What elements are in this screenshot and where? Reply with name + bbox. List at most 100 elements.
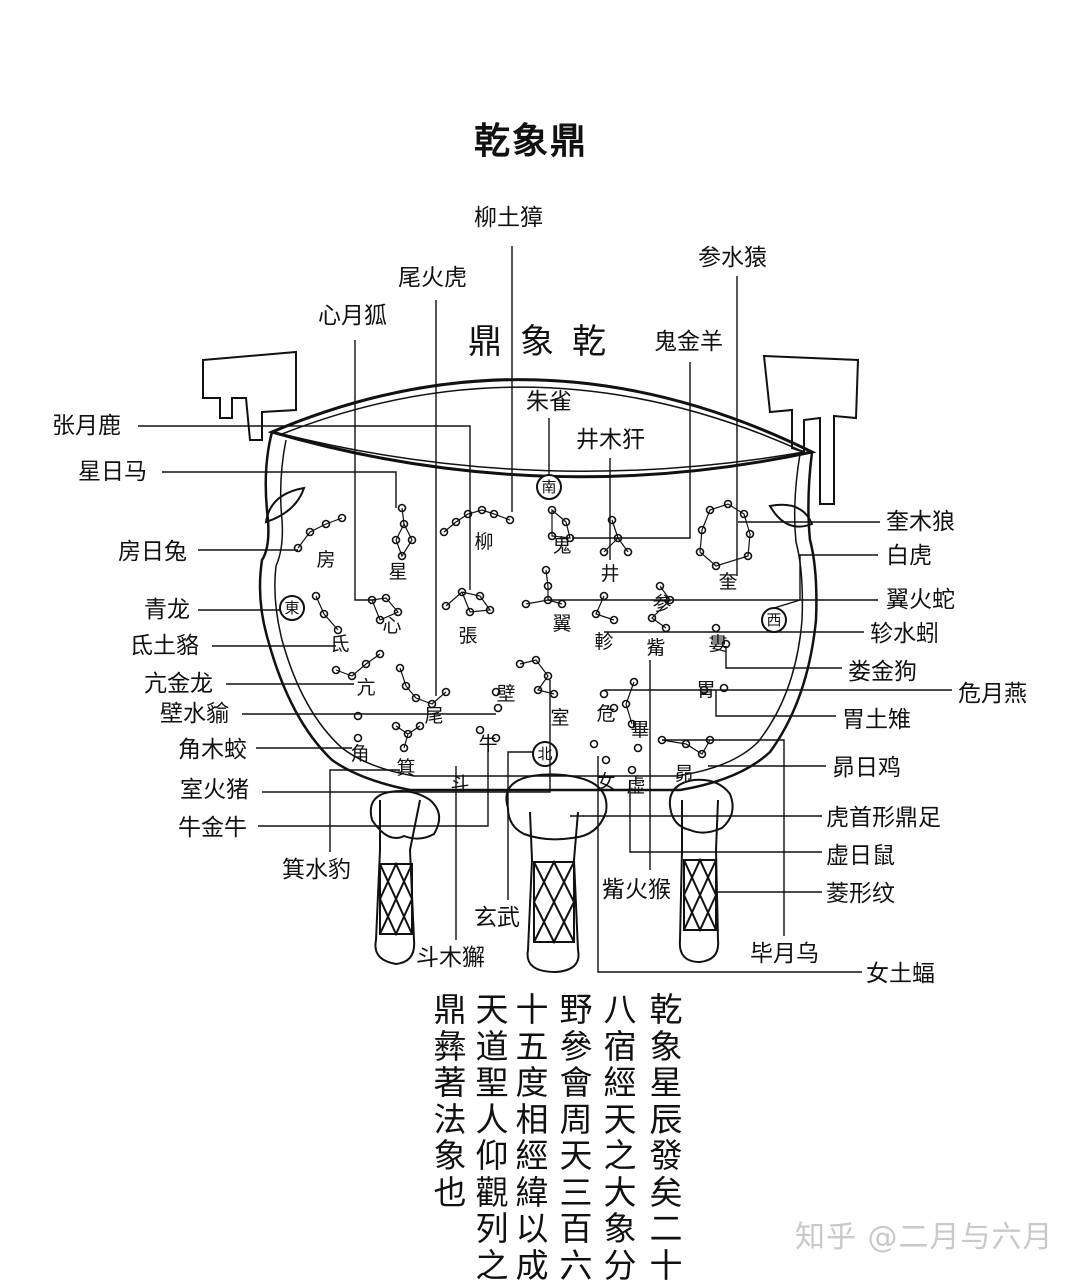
diamond-pattern bbox=[378, 857, 718, 945]
label-gui-jin-yang: 鬼金羊 bbox=[654, 329, 723, 355]
glyph-yi: 翼 bbox=[552, 613, 571, 635]
leader-ji-shui-bao bbox=[329, 769, 400, 852]
glyph-di: 氐 bbox=[330, 633, 349, 655]
glyph-xu: 虚 bbox=[626, 775, 645, 797]
leader-xuan-wu bbox=[507, 751, 534, 900]
north-circle bbox=[532, 741, 558, 767]
leader-bi-yue-wu bbox=[662, 739, 785, 936]
left-ear-leaf bbox=[264, 486, 306, 524]
glyph-north: 北 bbox=[537, 745, 552, 763]
direction-glyphs: 南 東 西 北 bbox=[284, 478, 781, 763]
leader-gui-jin-yang bbox=[572, 362, 691, 539]
label-kang-jin-long: 亢金龙 bbox=[144, 671, 213, 697]
label-ling-xing-wen: 菱形纹 bbox=[826, 881, 895, 907]
glyph-zhang: 張 bbox=[458, 625, 477, 647]
label-ji-shui-bao: 箕水豹 bbox=[282, 857, 351, 883]
center-leg bbox=[526, 811, 580, 974]
label-mao-ri-ji: 昴日鸡 bbox=[832, 755, 901, 781]
seal-inscription: 鼎象乾 bbox=[468, 322, 624, 362]
label-hu-shou-ding-zu: 虎首形鼎足 bbox=[826, 805, 941, 831]
glyph-gui: 鬼 bbox=[552, 535, 571, 557]
label-jing-mu-an: 井木犴 bbox=[576, 427, 645, 453]
label-niu-jin-niu: 牛金牛 bbox=[178, 815, 247, 841]
label-nv-tu-fu: 女土蝠 bbox=[866, 961, 935, 987]
left-tiger-head bbox=[369, 790, 441, 840]
leader-niu-jin-niu bbox=[258, 738, 489, 827]
left-handle bbox=[202, 350, 297, 441]
east-circle bbox=[279, 595, 305, 621]
left-leg bbox=[374, 799, 421, 966]
constellation-dots bbox=[293, 499, 755, 775]
center-tiger-head bbox=[505, 773, 608, 841]
label-wei-yue-yan: 危月燕 bbox=[958, 681, 1027, 707]
label-xing-ri-ma: 星日马 bbox=[78, 459, 147, 485]
glyph-mao: 昴 bbox=[674, 763, 693, 785]
label-kui-mu-lang: 奎木狼 bbox=[886, 509, 955, 535]
left-diamond-lines bbox=[378, 861, 414, 937]
glyph-shi: 室 bbox=[550, 707, 569, 729]
right-tiger-head bbox=[668, 778, 734, 834]
label-zhu-que: 朱雀 bbox=[526, 389, 572, 415]
label-yi-huo-she: 翼火蛇 bbox=[886, 587, 955, 613]
glyph-bi-net: 畢 bbox=[630, 719, 649, 741]
glyph-liu: 柳 bbox=[474, 531, 493, 553]
glyph-east: 東 bbox=[284, 599, 299, 617]
leader-xu-ri-shu bbox=[629, 780, 822, 853]
glyph-nv: 女 bbox=[596, 771, 615, 793]
label-xu-ri-shu: 虚日鼠 bbox=[826, 843, 895, 869]
label-qing-long: 青龙 bbox=[144, 597, 190, 623]
leader-xin-yue-hu bbox=[354, 340, 376, 601]
right-handle bbox=[762, 354, 860, 505]
label-zhen-shui-yin: 轸水蚓 bbox=[870, 621, 939, 647]
vessel-body bbox=[258, 431, 818, 792]
glyph-kui: 奎 bbox=[718, 571, 737, 593]
glyph-bi-wall: 壁 bbox=[496, 683, 515, 705]
inscription-column-2: 八宿經天之大象分 bbox=[603, 990, 637, 1285]
direction-circles bbox=[279, 474, 787, 767]
leader-zhang-yue-lu bbox=[138, 425, 471, 590]
center-diamond-lines bbox=[532, 859, 576, 945]
glyph-xing: 星 bbox=[388, 561, 407, 583]
vessel-rim bbox=[267, 378, 817, 479]
inscription-column-5: 天道聖人仰觀列之 bbox=[475, 990, 509, 1285]
glyph-dou: 斗 bbox=[450, 773, 469, 795]
glyph-west: 西 bbox=[766, 611, 781, 629]
glyph-jiao: 角 bbox=[350, 743, 369, 765]
label-wei-tu-zhi: 胃土雉 bbox=[842, 707, 911, 733]
label-liu-tu-zhang: 柳土獐 bbox=[474, 205, 543, 231]
inscription-column-3: 野參會周天三百六 bbox=[559, 990, 593, 1285]
glyph-xin: 心 bbox=[382, 615, 401, 637]
inscription-column-6: 鼎彝著法象也 bbox=[433, 990, 467, 1212]
glyph-ji: 箕 bbox=[396, 757, 415, 779]
label-lou-jin-gou: 娄金狗 bbox=[848, 659, 917, 685]
label-bi-yue-wu: 毕月乌 bbox=[750, 941, 819, 967]
diagram-title: 乾象鼎 bbox=[473, 121, 588, 162]
constellation-links bbox=[297, 503, 751, 755]
glyph-can: 参 bbox=[652, 593, 671, 615]
inscription-column-4: 十五度相經緯以成 bbox=[515, 990, 549, 1285]
right-leg bbox=[678, 799, 720, 964]
right-ear-leaf bbox=[768, 503, 814, 528]
glyph-zi: 觜 bbox=[646, 637, 665, 659]
glyph-lou: 婁 bbox=[708, 633, 727, 655]
leader-shi-huo-zhu bbox=[262, 680, 551, 793]
right-diamond-lines bbox=[682, 857, 718, 933]
glyph-kang: 亢 bbox=[356, 677, 375, 699]
glyph-wei-danger: 危 bbox=[596, 703, 615, 725]
glyph-wei-tail: 尾 bbox=[424, 705, 443, 727]
label-zi-huo-hou: 觜火猴 bbox=[602, 877, 671, 903]
label-bi-shui-yu: 壁水貐 bbox=[160, 701, 229, 727]
watermark: 知乎 @二月与六月 bbox=[795, 1220, 1054, 1255]
glyph-jing: 井 bbox=[600, 563, 619, 585]
label-xin-yue-hu: 心月狐 bbox=[318, 303, 387, 329]
label-shi-huo-zhu: 室火猪 bbox=[180, 777, 249, 803]
label-bai-hu: 白虎 bbox=[886, 543, 932, 569]
label-zhang-yue-lu: 张月鹿 bbox=[52, 413, 121, 439]
label-jiao-mu-jiao: 角木蛟 bbox=[178, 737, 247, 763]
label-wei-huo-hu: 尾火虎 bbox=[398, 265, 467, 291]
glyph-fang: 房 bbox=[316, 549, 335, 571]
label-dou-mu-xie: 斗木獬 bbox=[416, 945, 485, 971]
label-fang-ri-tu: 房日兔 bbox=[118, 539, 187, 565]
inscription-column-1: 乾象星辰發矣二十 bbox=[649, 990, 683, 1285]
